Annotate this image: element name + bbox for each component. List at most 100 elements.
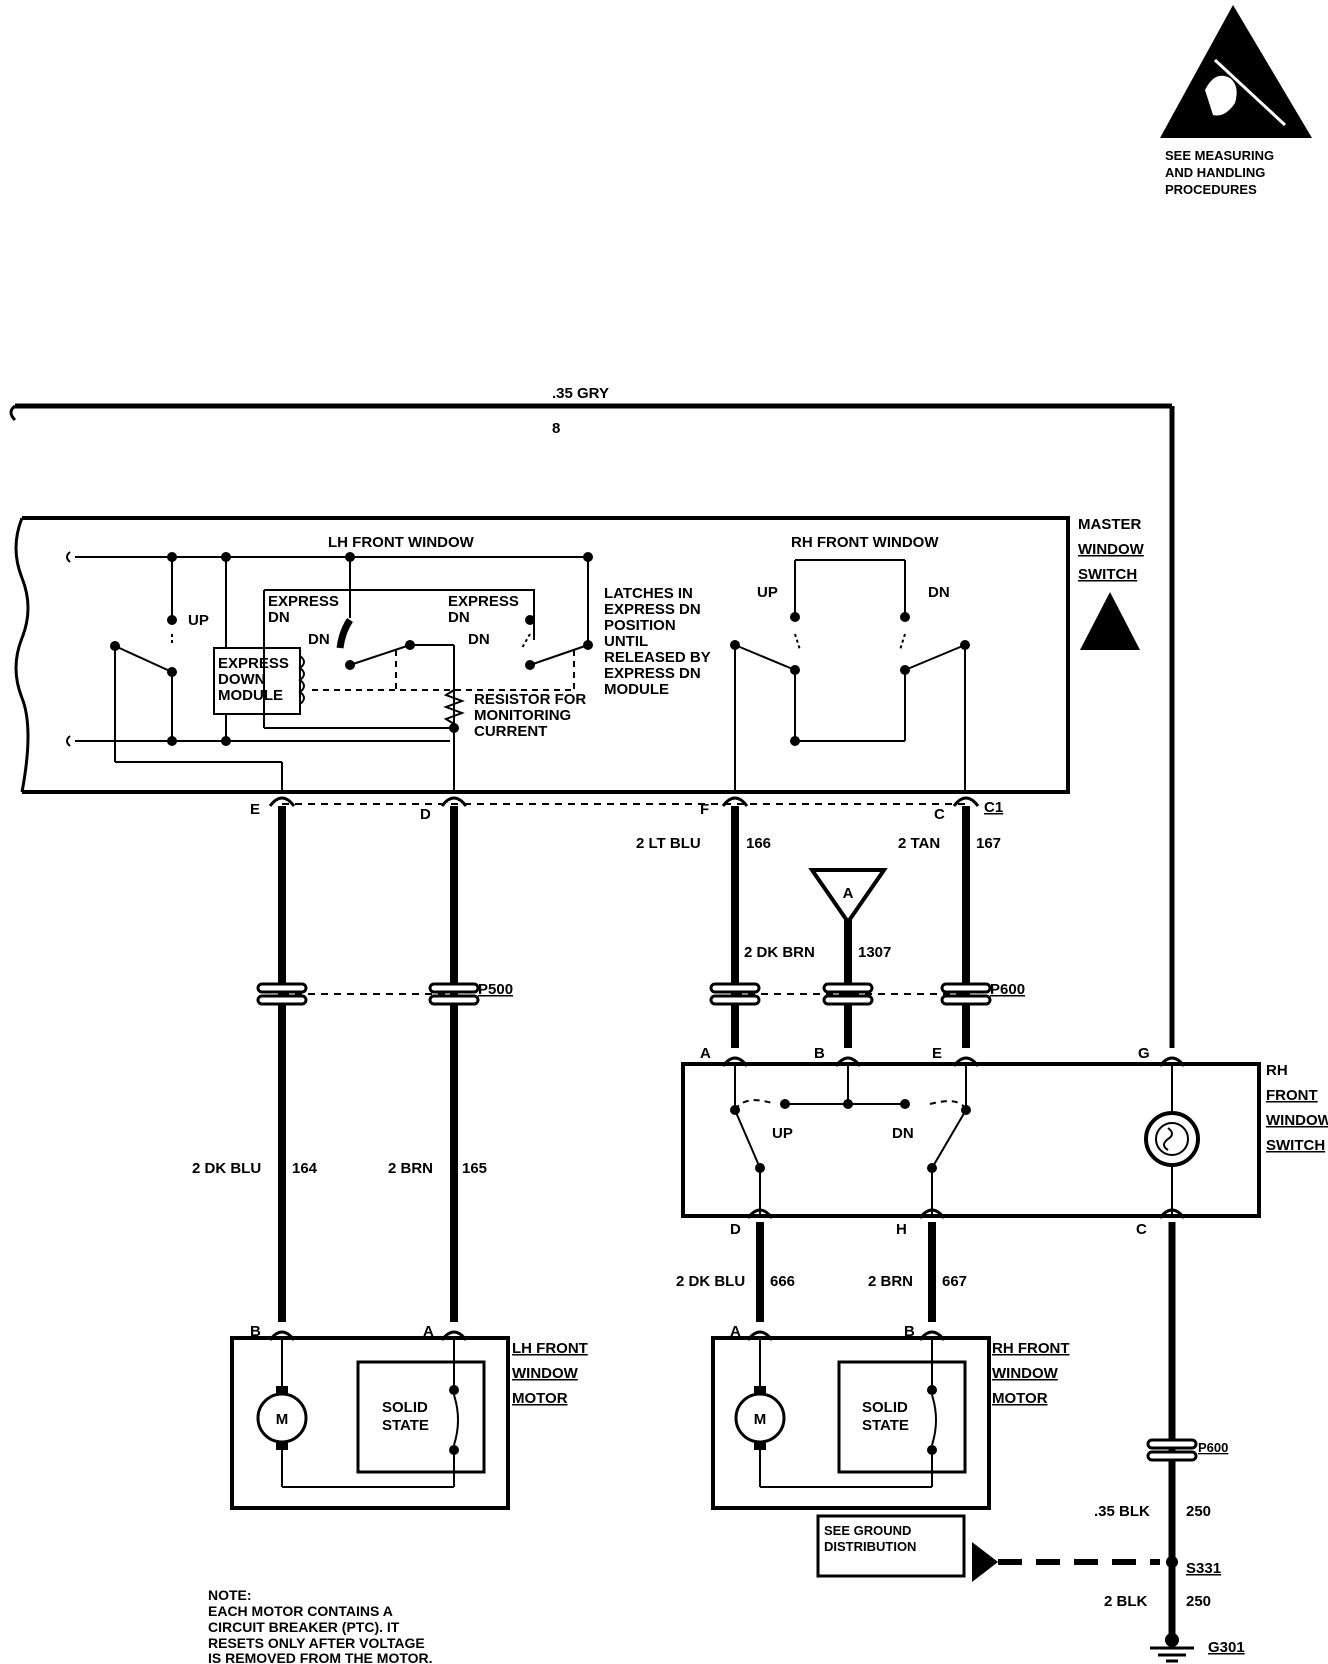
- illumination-lamp-icon: [1163, 1127, 1173, 1151]
- esd-warning-icon: [1160, 5, 1312, 138]
- rh-up-label: UP: [757, 584, 778, 601]
- master-window-switch: [14, 516, 1070, 794]
- ground-g301: G301: [1208, 1639, 1245, 1656]
- wire-165-circuit: 165: [462, 1160, 487, 1177]
- rh-pin-b: B: [814, 1045, 825, 1062]
- rh-switch-dn: DN: [892, 1125, 914, 1142]
- rh-pin-c: C: [1136, 1221, 1147, 1238]
- rh-switch-name: WINDOW: [1266, 1112, 1328, 1129]
- esd-notice-line: SEE MEASURING: [1165, 148, 1274, 163]
- rh-motor-name: RH FRONT: [992, 1340, 1070, 1357]
- note-line: IS REMOVED FROM THE MOTOR.: [208, 1650, 433, 1664]
- rh-front-window-title: RH FRONT WINDOW: [791, 534, 939, 551]
- wire-1307-circuit: 1307: [858, 944, 891, 961]
- splice-s331: S331: [1186, 1560, 1221, 1577]
- connector-p500: P500: [478, 981, 513, 998]
- latch-note: POSITION: [604, 617, 676, 634]
- resistor-label: CURRENT: [474, 723, 547, 740]
- rh-motor-name: WINDOW: [992, 1365, 1059, 1382]
- lh-front-window-motor: [230, 1330, 510, 1510]
- rh-dn-label: DN: [928, 584, 950, 601]
- lh-solid-state: STATE: [382, 1417, 429, 1434]
- rh-switch-up: UP: [772, 1125, 793, 1142]
- rh-motor-pin-a: A: [730, 1323, 741, 1340]
- esd-notice-line: AND HANDLING: [1165, 165, 1265, 180]
- rh-front-window-motor: [711, 1330, 991, 1510]
- master-switch-name: SWITCH: [1078, 566, 1137, 583]
- wire-166-circuit: 166: [746, 835, 771, 852]
- latch-note: UNTIL: [604, 633, 648, 650]
- inline-connector: [256, 982, 1198, 1462]
- pin-e: E: [250, 801, 260, 818]
- ground-icon: [1150, 1633, 1194, 1663]
- express-dn-1: EXPRESS: [268, 593, 339, 610]
- lh-motor-name: WINDOW: [512, 1365, 579, 1382]
- rh-switch-name: RH: [1266, 1062, 1288, 1079]
- express-down-module: DOWN: [218, 671, 266, 688]
- rh-solid-state: STATE: [862, 1417, 909, 1434]
- wire-167-color: 2 TAN: [898, 835, 940, 852]
- arrow-icon: [972, 1542, 998, 1582]
- c1-connector-pins: [268, 796, 980, 807]
- latch-note: RELEASED BY: [604, 649, 711, 666]
- rh-front-window-switch: [681, 1056, 1261, 1219]
- express-dn-position: DN: [308, 631, 330, 648]
- pin-f: F: [700, 801, 709, 818]
- lh-solid-state: SOLID: [382, 1399, 428, 1416]
- wire-666-circuit: 666: [770, 1273, 795, 1290]
- lh-front-window-title: LH FRONT WINDOW: [328, 534, 475, 551]
- rh-switch-name: SWITCH: [1266, 1137, 1325, 1154]
- note-line: EACH MOTOR CONTAINS A: [208, 1603, 393, 1619]
- lh-motor-name: LH FRONT: [512, 1340, 588, 1357]
- wire-167-circuit: 167: [976, 835, 1001, 852]
- ground-distribution-box: [816, 1514, 966, 1578]
- wire-250-circuit: 250: [1186, 1503, 1211, 1520]
- connector-c1: C1: [984, 799, 1003, 816]
- wire-667-color: 2 BRN: [868, 1273, 913, 1290]
- rh-pin-g: G: [1138, 1045, 1150, 1062]
- wire-250-color: 2 BLK: [1104, 1593, 1148, 1610]
- lh-motor-pin-a: A: [423, 1323, 434, 1340]
- wire-166-color: 2 LT BLU: [636, 835, 701, 852]
- wire-8-color: .35 GRY: [552, 385, 609, 402]
- express-dn-1: DN: [268, 609, 290, 626]
- express-dn-2: EXPRESS: [448, 593, 519, 610]
- wire-8-circuit: 8: [552, 420, 560, 437]
- express-down-module: MODULE: [218, 687, 283, 704]
- splice-a-label: A: [843, 885, 854, 902]
- lh-motor-pin-b: B: [250, 1323, 261, 1340]
- note-line: CIRCUIT BREAKER (PTC). IT: [208, 1619, 400, 1635]
- lh-motor-name: MOTOR: [512, 1390, 568, 1407]
- rh-switch-name: FRONT: [1266, 1087, 1318, 1104]
- resistor-label: MONITORING: [474, 707, 571, 724]
- latch-note: EXPRESS DN: [604, 601, 701, 618]
- wire-667-circuit: 667: [942, 1273, 967, 1290]
- splice-dot: [1166, 1556, 1178, 1568]
- resistor-label: RESISTOR FOR: [474, 691, 586, 708]
- wire-164-circuit: 164: [292, 1160, 318, 1177]
- wire-666-color: 2 DK BLU: [676, 1273, 745, 1290]
- rh-motor-m: M: [754, 1411, 767, 1428]
- latch-note: LATCHES IN: [604, 585, 693, 602]
- wire-1307-color: 2 DK BRN: [744, 944, 815, 961]
- express-dn-2: DN: [448, 609, 470, 626]
- wire-250-color: .35 BLK: [1094, 1503, 1150, 1520]
- lh-up-label: UP: [188, 612, 209, 629]
- latch-note: EXPRESS DN: [604, 665, 701, 682]
- rh-motor-name: MOTOR: [992, 1390, 1048, 1407]
- rh-pin-h: H: [896, 1221, 907, 1238]
- master-switch-name: WINDOW: [1078, 541, 1145, 558]
- wire-8: [9, 403, 1175, 1048]
- rh-solid-state: SOLID: [862, 1399, 908, 1416]
- pin-c: C: [934, 806, 945, 823]
- pin-d: D: [420, 806, 431, 823]
- esd-warning-icon: [1080, 592, 1140, 650]
- wire-164-color: 2 DK BLU: [192, 1160, 261, 1177]
- rh-motor-pin-b: B: [904, 1323, 915, 1340]
- rh-pin-d: D: [730, 1221, 741, 1238]
- see-ground-distribution: SEE GROUND: [824, 1523, 911, 1538]
- connector-p600: P600: [1198, 1440, 1228, 1455]
- connector-p600: P600: [990, 981, 1025, 998]
- wire-250-circuit: 250: [1186, 1593, 1211, 1610]
